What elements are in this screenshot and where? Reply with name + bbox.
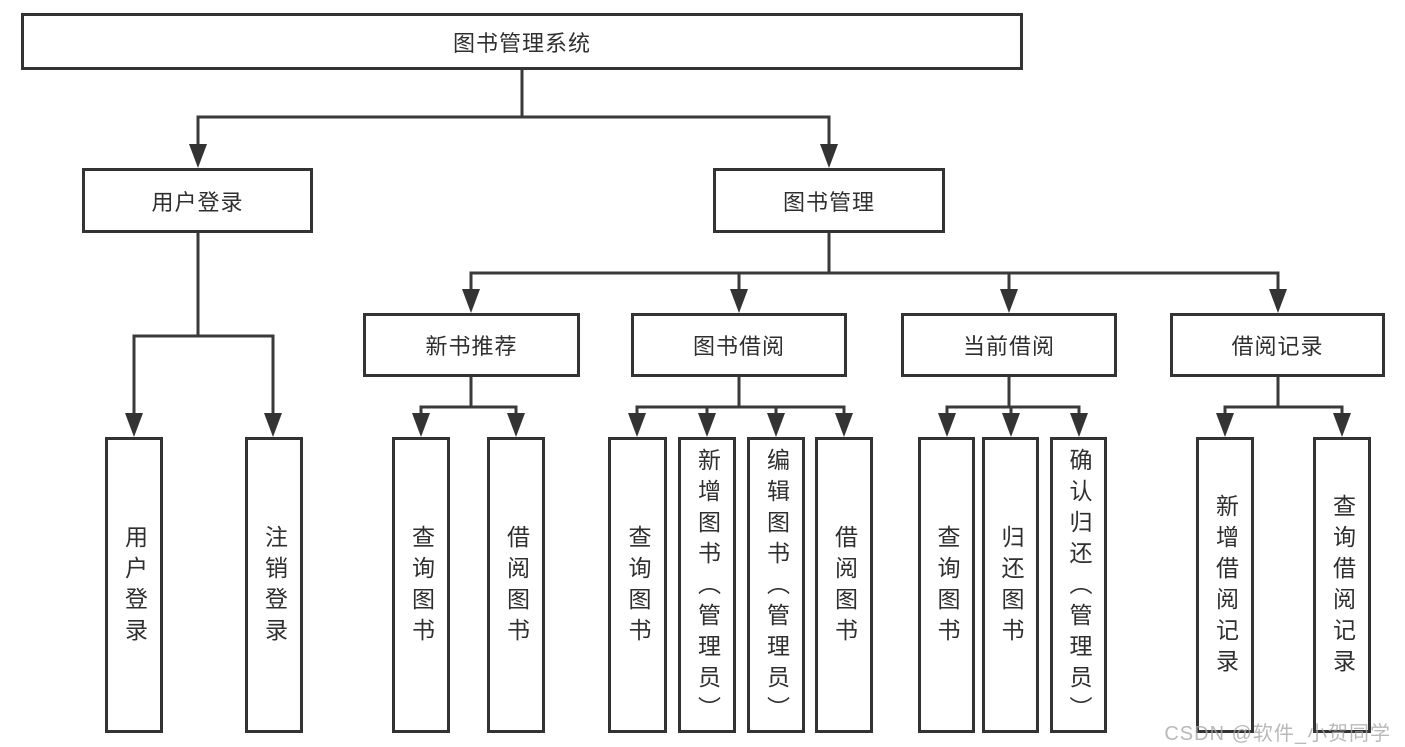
leaf-borrow-books-recommend: 借阅图书	[487, 437, 545, 733]
arrowhead-down-icon	[264, 413, 282, 437]
arrowhead-down-icon	[938, 413, 956, 437]
node-borrow-records: 借阅记录	[1170, 313, 1385, 377]
arrowhead-down-icon	[507, 413, 525, 437]
arrowhead-down-icon	[1070, 413, 1088, 437]
leaf-add-borrow-record: 新增借阅记录	[1196, 437, 1254, 733]
leaf-query-books-recommend: 查询图书	[392, 437, 450, 733]
node-root-library-system: 图书管理系统	[21, 13, 1023, 70]
node-current-borrow: 当前借阅	[901, 313, 1117, 377]
leaf-borrow-books: 借阅图书	[815, 437, 873, 733]
arrowhead-down-icon	[820, 144, 838, 168]
arrowhead-down-icon	[1002, 413, 1020, 437]
arrowhead-down-icon	[767, 413, 785, 437]
leaf-logout: 注销登录	[245, 437, 303, 733]
node-book-borrow: 图书借阅	[631, 313, 847, 377]
leaf-query-books-borrow: 查询图书	[608, 437, 667, 733]
arrowhead-down-icon	[189, 144, 207, 168]
arrowhead-down-icon	[412, 413, 430, 437]
arrowhead-down-icon	[1000, 289, 1018, 313]
arrowhead-down-icon	[125, 413, 143, 437]
node-user-login: 用户登录	[82, 168, 313, 233]
leaf-query-books-current: 查询图书	[918, 437, 975, 733]
arrowhead-down-icon	[698, 413, 716, 437]
connector-root-to-level2	[196, 66, 831, 148]
leaf-user-login: 用户登录	[105, 437, 163, 733]
arrowhead-down-icon	[1269, 289, 1287, 313]
leaf-return-books: 归还图书	[982, 437, 1039, 733]
connector-user-login-children	[132, 230, 275, 417]
watermark: CSDN @软件_小贺同学	[1164, 723, 1391, 745]
arrowhead-down-icon	[628, 413, 646, 437]
arrowhead-down-icon	[1216, 413, 1234, 437]
connector-book-mgmt-to-level3	[469, 231, 1280, 293]
leaf-confirm-return-admin: 确认归还（管理员）	[1050, 437, 1107, 733]
arrowhead-down-icon	[1333, 413, 1351, 437]
connector-book-borrow-children	[635, 375, 846, 417]
connector-current-borrow-children	[945, 375, 1081, 417]
connector-new-book-children	[419, 375, 518, 417]
connector-borrow-records-children	[1223, 375, 1344, 417]
arrowhead-down-icon	[462, 289, 480, 313]
leaf-query-borrow-record: 查询借阅记录	[1313, 437, 1371, 733]
leaf-add-books-admin: 新增图书（管理员）	[678, 437, 736, 733]
node-new-book-recommend: 新书推荐	[363, 313, 580, 377]
node-book-management: 图书管理	[713, 168, 945, 233]
leaf-edit-books-admin: 编辑图书（管理员）	[747, 437, 805, 733]
arrowhead-down-icon	[835, 413, 853, 437]
arrowhead-down-icon	[730, 289, 748, 313]
